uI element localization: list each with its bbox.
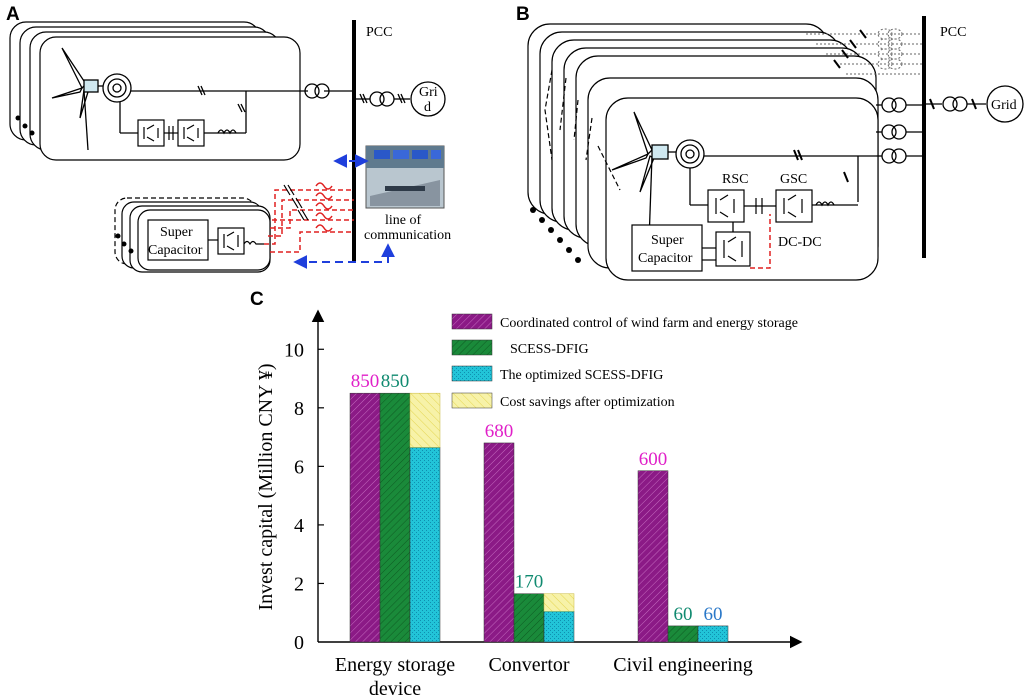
grid-label-a-line1: Gri: [419, 85, 438, 100]
super-capacitor-box-b: [631, 224, 703, 272]
cable-transformers-a: [315, 182, 333, 232]
data-label: 600: [639, 449, 668, 470]
data-label: 850: [351, 371, 380, 392]
bar-savings: [543, 593, 575, 612]
communication-label-line2: communication: [364, 228, 451, 243]
gsc-label: GSC: [780, 172, 807, 187]
panel-c-letter: C: [250, 289, 264, 310]
red-cable-b: [750, 214, 771, 269]
y-axis-label: Invest capital (Million CNY ¥): [255, 364, 277, 611]
converter-a: [137, 119, 205, 147]
legend-swatch: [451, 365, 493, 382]
bar: [543, 611, 575, 643]
wind-turbine-icon-b: [611, 111, 669, 271]
panel-b-wiring: [689, 149, 876, 255]
transformers-b: [876, 85, 1024, 164]
dotted-feeders-b: [806, 28, 924, 75]
y-tick-label: 0: [294, 632, 304, 654]
category-label: Convertor: [488, 654, 569, 676]
y-tick-label: 8: [294, 398, 304, 420]
category-label-line2: device: [369, 678, 421, 699]
chart-legend: Coordinated control of wind farm and ene…: [451, 313, 798, 410]
communication-arrows: [293, 154, 395, 269]
legend-swatch: [451, 339, 493, 356]
y-tick-label: 4: [294, 515, 304, 537]
rsc-label: RSC: [722, 172, 748, 187]
communication-label-line1: line of: [385, 213, 421, 228]
data-label: 60: [674, 604, 693, 625]
grid-label-b: Grid: [991, 98, 1017, 113]
y-tick-label: 6: [294, 456, 304, 478]
dcdc-converter-b: [702, 231, 751, 267]
super-capacitor-a-line2: Capacitor: [148, 243, 203, 258]
data-label: 680: [485, 421, 514, 442]
legend-swatch: [451, 313, 493, 330]
legend-label: Coordinated control of wind farm and ene…: [500, 316, 798, 331]
data-label: 60: [704, 604, 723, 625]
data-label: 850: [381, 371, 410, 392]
data-label: 170: [515, 572, 544, 593]
bar: [379, 392, 411, 643]
bar: [513, 593, 545, 643]
rsc-gsc-converter: [707, 189, 813, 223]
legend-label: Cost savings after optimization: [500, 395, 675, 410]
y-tick-label: 2: [294, 573, 304, 595]
panel-a: A: [6, 4, 451, 273]
legend-label: SCESS-DFIG: [510, 342, 589, 357]
grid-label-a-line2: d: [424, 100, 431, 115]
panel-b: B: [516, 4, 1024, 281]
legend-swatch: [451, 392, 493, 409]
grid-connection-a: [354, 81, 446, 117]
wind-turbine-icon: [51, 47, 99, 151]
ellipsis-dots-a: [15, 115, 35, 136]
dashed-blades-b: [544, 69, 621, 191]
bar: [667, 625, 699, 643]
bar: [697, 625, 729, 643]
transformer-a1: [304, 83, 330, 99]
generator-icon: [102, 73, 132, 103]
turbine-box-stack-b: [527, 23, 879, 281]
dcdc-label-b: DC-DC: [778, 235, 822, 250]
pcc-label-a: PCC: [366, 25, 392, 40]
category-label: Energy storage: [335, 654, 455, 676]
feeder-breakers-b: [833, 29, 867, 69]
pcc-label-b: PCC: [940, 25, 966, 40]
super-capacitor-b-line2: Capacitor: [638, 251, 693, 266]
panel-a-wiring: [98, 85, 354, 135]
chart-bars: [349, 392, 729, 643]
ellipsis-dots-a2: [115, 233, 134, 254]
control-room-image: [365, 145, 445, 209]
legend-label: The optimized SCESS-DFIG: [500, 368, 663, 383]
ellipsis-dots-b: [530, 207, 581, 263]
bar-savings: [409, 392, 441, 448]
category-label: Civil engineering: [613, 654, 752, 676]
super-capacitor-b-line1: Super: [651, 233, 684, 248]
super-capacitor-a-line1: Super: [160, 225, 193, 240]
cable-breakers-a: [283, 184, 309, 221]
red-cables-a: [264, 189, 354, 253]
panel-b-letter: B: [516, 4, 530, 25]
super-capacitor-box-a: [147, 219, 209, 261]
bar: [409, 447, 441, 643]
bar: [637, 470, 669, 643]
dcdc-converter-a: [208, 227, 264, 255]
bar: [349, 392, 381, 643]
panel-a-letter: A: [6, 4, 20, 25]
y-tick-label: 10: [284, 339, 304, 361]
bar: [483, 442, 515, 643]
